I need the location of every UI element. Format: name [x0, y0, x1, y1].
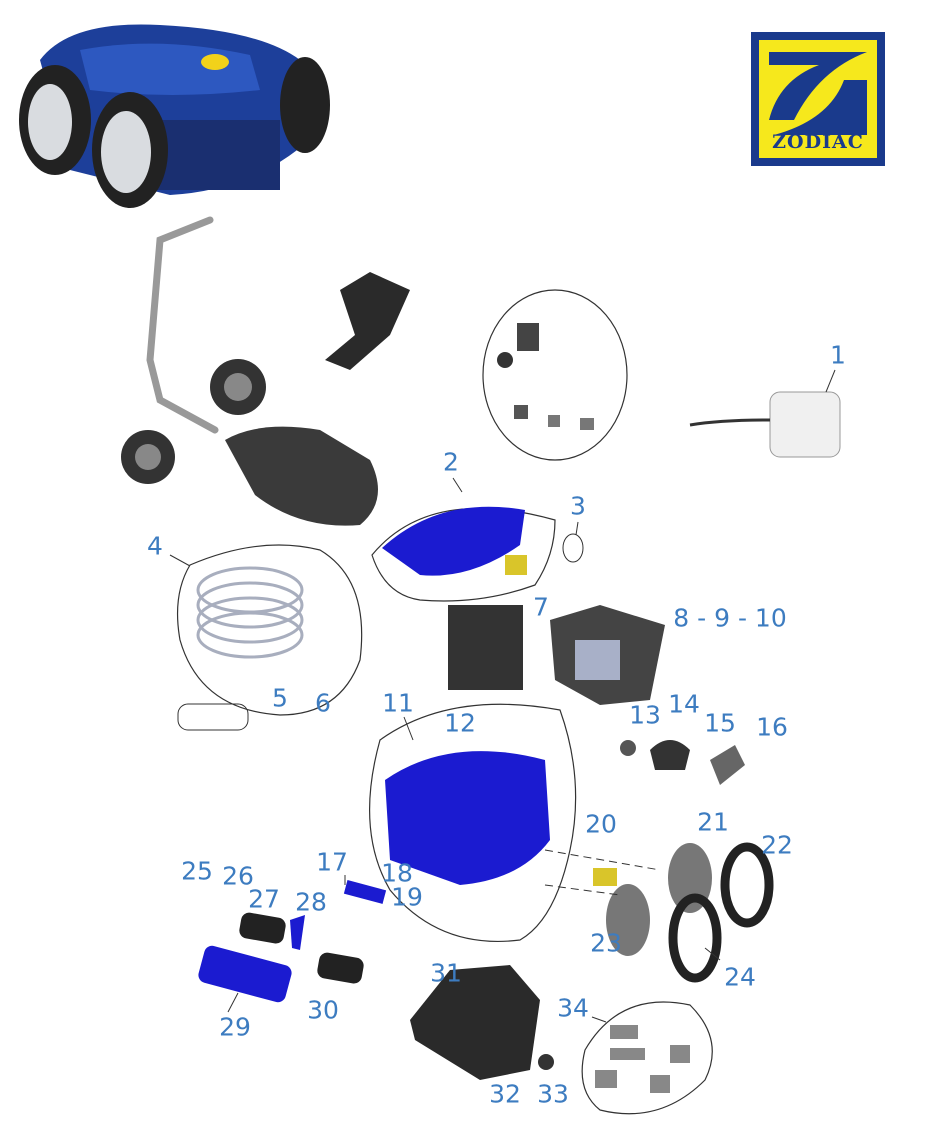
- part-label-7: 7: [533, 592, 549, 622]
- zodiac-logo: ZODIAC: [751, 32, 885, 166]
- part-label-33: 33: [537, 1079, 569, 1109]
- part-label-15: 15: [704, 708, 736, 738]
- part-label-8-9-10: 8 - 9 - 10: [673, 603, 787, 633]
- logo-yellow-field: ZODIAC: [759, 40, 877, 158]
- part-label-19: 19: [391, 882, 423, 912]
- part-label-29: 29: [219, 1012, 251, 1042]
- part-label-30: 30: [307, 995, 339, 1025]
- part-label-14: 14: [668, 689, 700, 719]
- part-label-1: 1: [830, 340, 846, 370]
- part-label-2: 2: [443, 447, 459, 477]
- part-label-12: 12: [444, 708, 476, 738]
- part-label-13: 13: [629, 700, 661, 730]
- part-label-26: 26: [222, 861, 254, 891]
- part-label-6: 6: [315, 688, 331, 718]
- part-label-3: 3: [570, 491, 586, 521]
- part-label-16: 16: [756, 712, 788, 742]
- part-label-24: 24: [724, 962, 756, 992]
- part-label-32: 32: [489, 1079, 521, 1109]
- logo-z-mark: [769, 52, 867, 135]
- logo-brand-text: ZODIAC: [772, 131, 864, 153]
- part-label-18: 18: [381, 858, 413, 888]
- robot-photo: [19, 24, 330, 208]
- part-label-11: 11: [382, 688, 414, 718]
- part-label-31: 31: [430, 958, 462, 988]
- part-label-25: 25: [181, 856, 213, 886]
- part-label-5: 5: [272, 683, 288, 713]
- part-label-28: 28: [295, 887, 327, 917]
- part-label-20: 20: [585, 809, 617, 839]
- caddy-cart: [146, 216, 219, 434]
- part-label-23: 23: [590, 928, 622, 958]
- part-label-22: 22: [761, 830, 793, 860]
- part-label-21: 21: [697, 807, 729, 837]
- part-label-4: 4: [147, 531, 163, 561]
- part-label-27: 27: [248, 884, 280, 914]
- part-label-34: 34: [557, 993, 589, 1023]
- part-label-17: 17: [316, 847, 348, 877]
